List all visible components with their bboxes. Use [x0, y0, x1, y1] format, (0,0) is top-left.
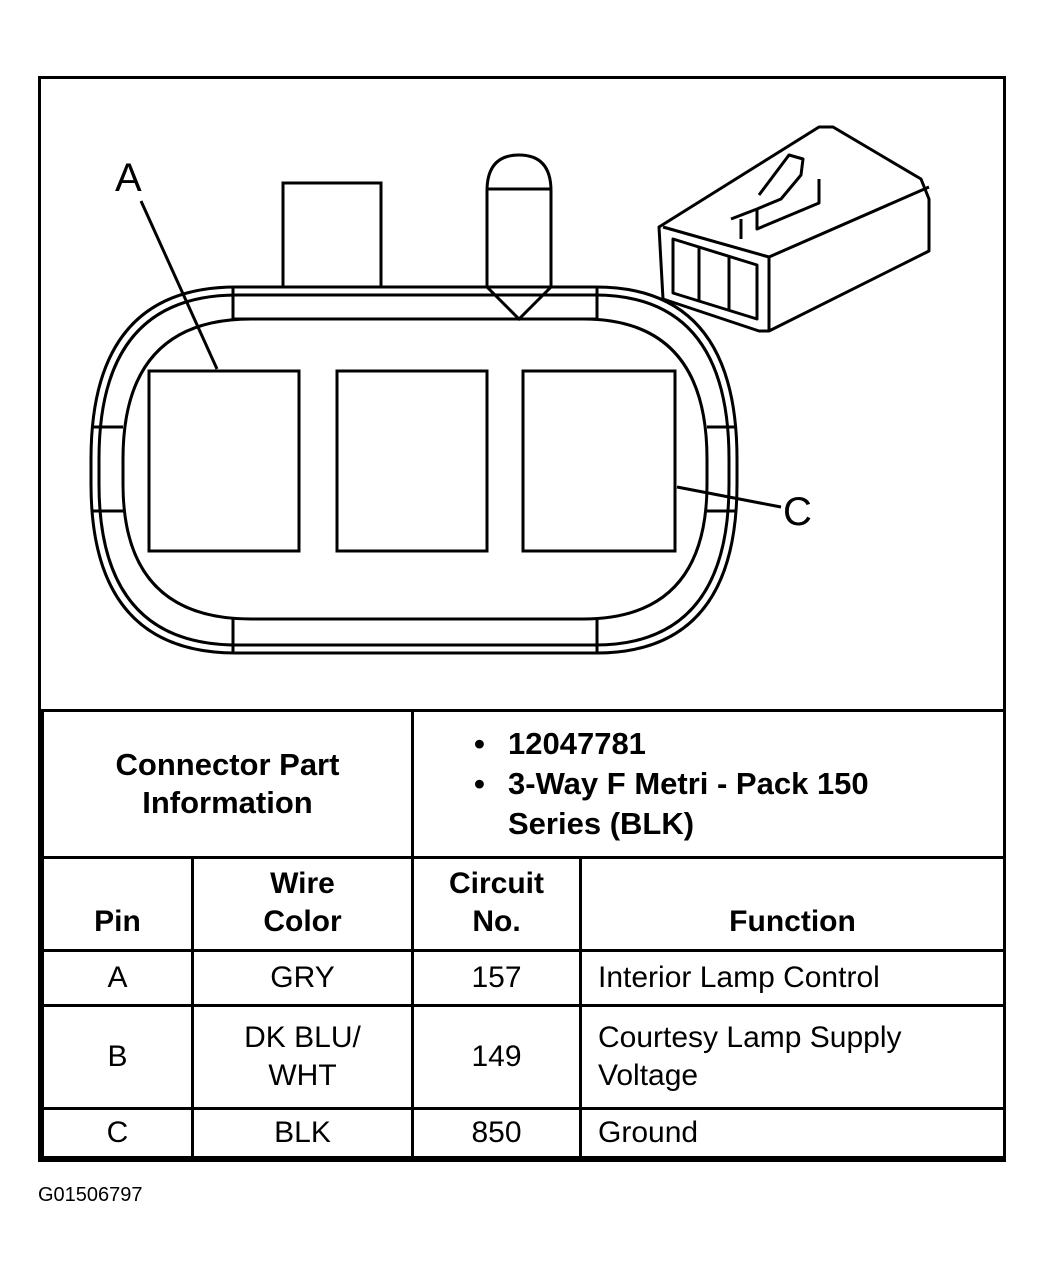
connector-part-info-text: Connector Part Information: [115, 747, 340, 820]
wire-color-cell: GRY: [191, 949, 414, 1007]
circuit-cell: 149: [411, 1004, 582, 1110]
callout-a-leader: [139, 200, 219, 370]
callout-c-leader: [676, 485, 782, 509]
connector-outer-shell-inner: [97, 293, 731, 647]
connector-part-info-label: Connector Part Information: [41, 709, 414, 859]
cavity-b: [335, 369, 489, 553]
connector-figure: A C Connector Part In: [38, 76, 1006, 1162]
figure-id: G01506797: [38, 1184, 143, 1206]
lock-tab: [281, 181, 383, 287]
table-row: A GRY 157 Interior Lamp Control: [41, 949, 1006, 1007]
connector-outer-shell: [89, 285, 739, 655]
callout-a-label: A: [115, 156, 142, 200]
wire-color-cell: BLK: [191, 1107, 414, 1159]
pin-cell: B: [41, 1004, 194, 1110]
table-row: C BLK 850 Ground: [41, 1107, 1006, 1159]
pin-cell: A: [41, 949, 194, 1007]
connector-svg: A C: [89, 125, 931, 655]
connector-inner-wall: [121, 317, 709, 621]
connector-part-info-values: •12047781 •3-Way F Metri - Pack 150 Seri…: [411, 709, 1006, 859]
pin-cell: C: [41, 1107, 194, 1159]
callout-c-label: C: [783, 490, 812, 534]
header-circuit-no: Circuit No.: [411, 856, 582, 952]
function-cell: Courtesy Lamp Supply Voltage: [579, 1004, 1006, 1110]
wire-color-cell: DK BLU/ WHT: [191, 1004, 414, 1110]
connector-face-diagram: A C: [41, 79, 1003, 709]
connector-isometric-icon: [657, 125, 931, 333]
header-function: Function: [579, 856, 1006, 952]
circuit-cell: 157: [411, 949, 582, 1007]
function-cell: Interior Lamp Control: [579, 949, 1006, 1007]
circuit-cell: 850: [411, 1107, 582, 1159]
cavity-c: [521, 369, 677, 553]
cavity-a: [147, 369, 301, 553]
key-post: [485, 153, 553, 322]
header-wire-color: Wire Color: [191, 856, 414, 952]
function-cell: Ground: [579, 1107, 1006, 1159]
table-row: B DK BLU/ WHT 149 Courtesy Lamp Supply V…: [41, 1004, 1006, 1110]
connector-info-table: Connector Part Information •12047781 •3-…: [41, 709, 1006, 1159]
connector-series: •3-Way F Metri - Pack 150 Series (BLK): [474, 766, 869, 841]
part-number: •12047781: [474, 726, 646, 761]
header-pin: Pin: [41, 856, 194, 952]
